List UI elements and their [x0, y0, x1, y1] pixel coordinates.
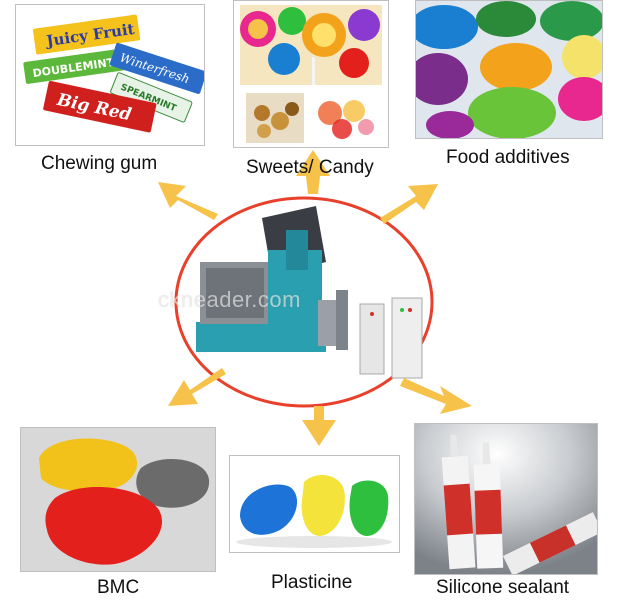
caption-sweets-candy: Sweets/ Candy [246, 157, 374, 178]
process-ellipse [174, 196, 434, 408]
arrow-down-right [400, 378, 472, 414]
arrow-down-left [168, 368, 226, 406]
food-additives-image [415, 0, 603, 139]
caption-food-additives: Food additives [446, 147, 570, 168]
plasticine-image [229, 455, 400, 553]
caption-chewing-gum: Chewing gum [41, 153, 158, 174]
arrow-down [302, 406, 336, 446]
bmc-image [20, 427, 216, 572]
kneader-machine [196, 206, 423, 379]
sweets-candy-image [233, 0, 389, 148]
direction-arrows [158, 150, 472, 446]
silicone-sealant-image [414, 423, 598, 575]
caption-silicone-sealant: Silicone sealant [436, 577, 570, 598]
arrow-up [296, 150, 330, 194]
caption-plasticine: Plasticine [271, 572, 353, 593]
arrow-up-right [380, 184, 438, 224]
watermark: ckneader.com [158, 287, 301, 312]
chewing-gum-image: Juicy Fruit DOUBLEMINT Winterfresh SPEAR… [15, 4, 205, 146]
caption-bmc: BMC [97, 577, 140, 598]
arrow-up-left [158, 182, 218, 220]
